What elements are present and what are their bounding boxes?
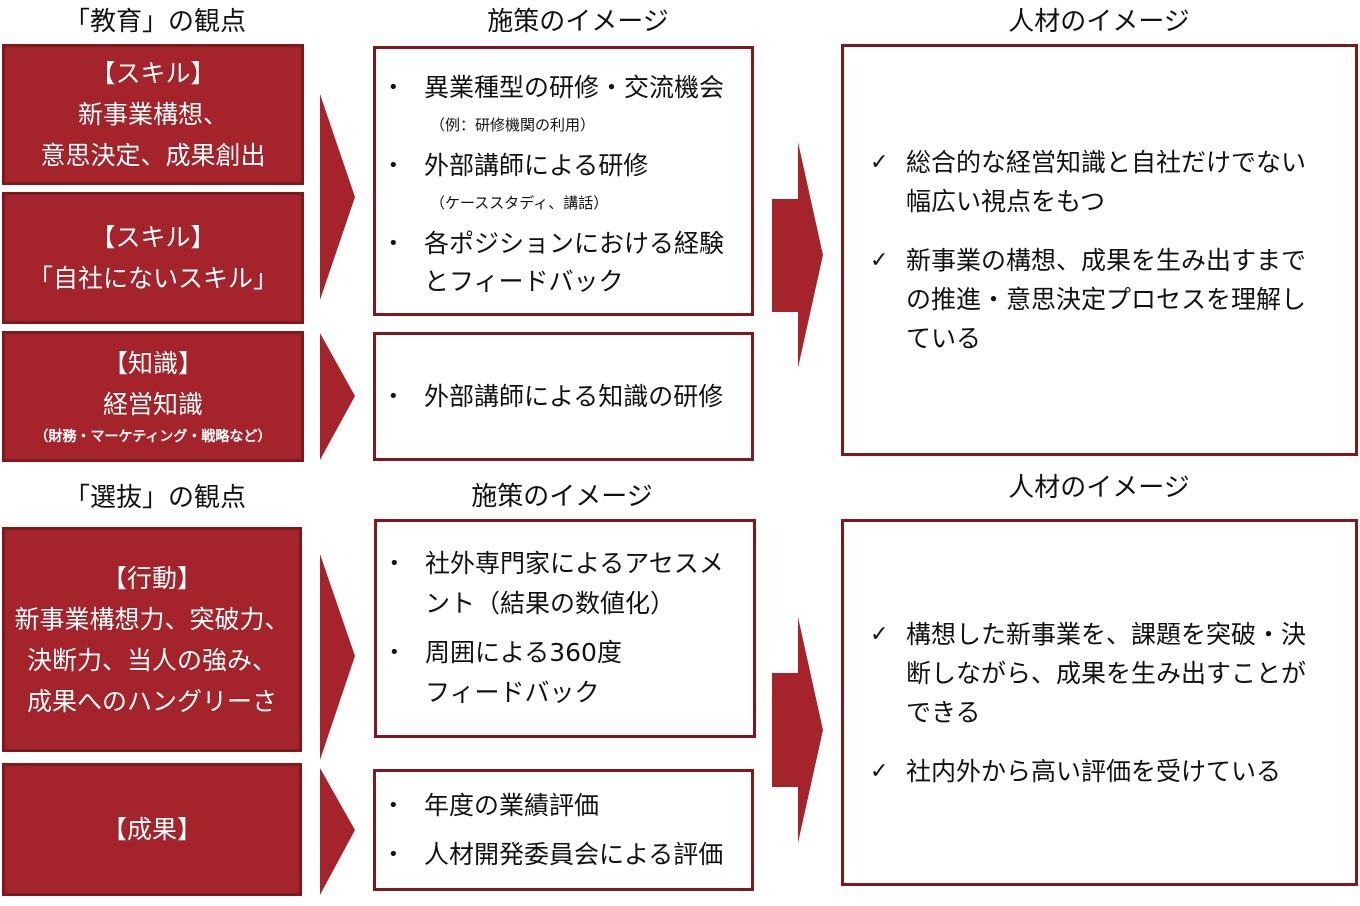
talent-text: できる — [906, 697, 981, 727]
policy-item: • 各ポジションにおける経験 とフィードバック — [376, 225, 751, 301]
policy-text: 各ポジションにおける経験 — [424, 229, 725, 258]
perspective-line: 「自社にないスキル」 — [27, 264, 278, 293]
talent-item: ✓ 総合的な経営知識と自社だけでない 幅広い視点をもつ — [844, 143, 1355, 221]
policy-text: 外部講師による研修 — [424, 151, 649, 180]
bullet-icon: • — [389, 642, 400, 663]
perspective-box-results: 【成果】 — [2, 763, 302, 896]
talent-text: の推進・意思決定プロセスを理解し — [906, 284, 1307, 314]
bullet-icon: • — [389, 553, 400, 574]
perspective-note: （財務・マーケティング・戦略など） — [34, 429, 272, 445]
talent-text: 構想した新事業を、課題を突破・決 — [906, 619, 1307, 649]
talent-box-education: ✓ 総合的な経営知識と自社だけでない 幅広い視点をもつ ✓ 新事業の構想、成果を… — [841, 44, 1358, 456]
perspective-line: 【知識】 — [102, 349, 203, 378]
selection-perspective-header: 「選抜」の観点 — [63, 483, 246, 513]
perspective-box-skill-new-business: 【スキル】 新事業構想、 意思決定、成果創出 — [2, 44, 304, 185]
policy-item: • 社外専門家によるアセスメ ント（結果の数値化） — [377, 544, 753, 624]
policy-box-training: • 異業種型の研修・交流機会 （例：研修機関の利用） • 外部講師による研修 （… — [373, 46, 754, 316]
policy-item: • 年度の業績評価 — [376, 786, 751, 826]
policy-text: 年度の業績評価 — [424, 790, 600, 820]
check-icon: ✓ — [870, 758, 889, 784]
block-arrow-right-icon — [772, 617, 823, 843]
selection-talent-header: 人材のイメージ — [1008, 473, 1190, 503]
policy-text: 社外専門家によるアセスメ — [425, 549, 724, 578]
perspective-line: 【スキル】 — [90, 223, 216, 252]
check-icon: ✓ — [870, 149, 889, 175]
policy-note: （ケーススタディ、講話） — [430, 194, 609, 212]
bullet-icon: • — [388, 77, 399, 98]
chevron-right-icon — [320, 768, 355, 895]
talent-item: ✓ 構想した新事業を、課題を突破・決 断しながら、成果を生み出すことが できる — [844, 615, 1355, 732]
policy-item: • 異業種型の研修・交流機会 （例：研修機関の利用） — [376, 69, 751, 143]
perspective-box-behavior: 【行動】 新事業構想力、突破力、 決断力、当人の強み、 成果へのハングリーさ — [2, 527, 302, 752]
selection-policy-header: 施策のイメージ — [471, 482, 653, 512]
bullet-icon: • — [388, 385, 399, 407]
policy-box-evaluation: • 年度の業績評価 • 人材開発委員会による評価 — [373, 769, 754, 891]
perspective-line: 【成果】 — [101, 815, 202, 844]
talent-text: 社内外から高い評価を受けている — [906, 756, 1282, 786]
perspective-box-skill-external: 【スキル】 「自社にないスキル」 — [2, 192, 304, 324]
perspective-line: 決断力、当人の強み、 — [26, 645, 277, 675]
perspective-line: 意思決定、成果創出 — [40, 141, 266, 170]
policy-text: 外部講師による知識の研修 — [424, 381, 724, 411]
policy-note: （例：研修機関の利用） — [430, 116, 596, 134]
chevron-right-icon — [320, 333, 355, 460]
bullet-icon: • — [388, 843, 399, 865]
policy-text: とフィードバック — [424, 267, 624, 296]
perspective-line: 経営知識 — [102, 390, 203, 419]
talent-item: ✓ 社内外から高い評価を受けている — [844, 752, 1355, 791]
talent-text: 断しながら、成果を生み出すことが — [906, 658, 1307, 688]
talent-text: ている — [906, 323, 982, 353]
talent-text: 新事業の構想、成果を生み出すまで — [906, 245, 1307, 275]
policy-item: • 人材開発委員会による評価 — [376, 835, 751, 875]
perspective-line: 新事業構想、 — [77, 100, 228, 129]
education-policy-header: 施策のイメージ — [487, 7, 669, 37]
bullet-icon: • — [388, 155, 399, 176]
chevron-right-icon — [320, 94, 355, 300]
policy-text: 周囲による360度 — [425, 638, 622, 667]
check-icon: ✓ — [870, 621, 889, 647]
talent-box-selection: ✓ 構想した新事業を、課題を突破・決 断しながら、成果を生み出すことが できる … — [841, 519, 1358, 886]
policy-item: • 外部講師による研修 （ケーススタディ、講話） — [376, 147, 751, 221]
perspective-line: 成果へのハングリーさ — [26, 686, 277, 716]
bullet-icon: • — [388, 794, 399, 816]
policy-text: ント（結果の数値化） — [425, 589, 676, 618]
chevron-right-icon — [320, 554, 355, 760]
perspective-line: 【行動】 — [101, 563, 202, 593]
policy-text: 人材開発委員会による評価 — [424, 839, 724, 869]
talent-text: 総合的な経営知識と自社だけでない — [906, 147, 1307, 177]
policy-text: 異業種型の研修・交流機会 — [424, 73, 725, 102]
education-perspective-header: 「教育」の観点 — [63, 7, 246, 37]
check-icon: ✓ — [870, 247, 889, 273]
block-arrow-right-icon — [772, 142, 823, 368]
policy-box-assessment: • 社外専門家によるアセスメ ント（結果の数値化） • 周囲による360度 フィ… — [374, 519, 756, 738]
perspective-line: 新事業構想力、突破力、 — [14, 604, 290, 634]
talent-item: ✓ 新事業の構想、成果を生み出すまで の推進・意思決定プロセスを理解し ている — [844, 241, 1355, 358]
policy-text: フィードバック — [425, 678, 600, 707]
bullet-icon: • — [388, 233, 399, 254]
talent-text: 幅広い視点をもつ — [906, 186, 1106, 216]
policy-item: • 周囲による360度 フィードバック — [377, 633, 753, 713]
policy-item: • 外部講師による知識の研修 — [376, 378, 751, 416]
perspective-line: 【スキル】 — [90, 59, 216, 88]
perspective-box-knowledge: 【知識】 経営知識 （財務・マーケティング・戦略など） — [2, 331, 304, 462]
policy-box-knowledge-training: • 外部講師による知識の研修 — [373, 332, 754, 461]
education-talent-header: 人材のイメージ — [1008, 7, 1190, 37]
